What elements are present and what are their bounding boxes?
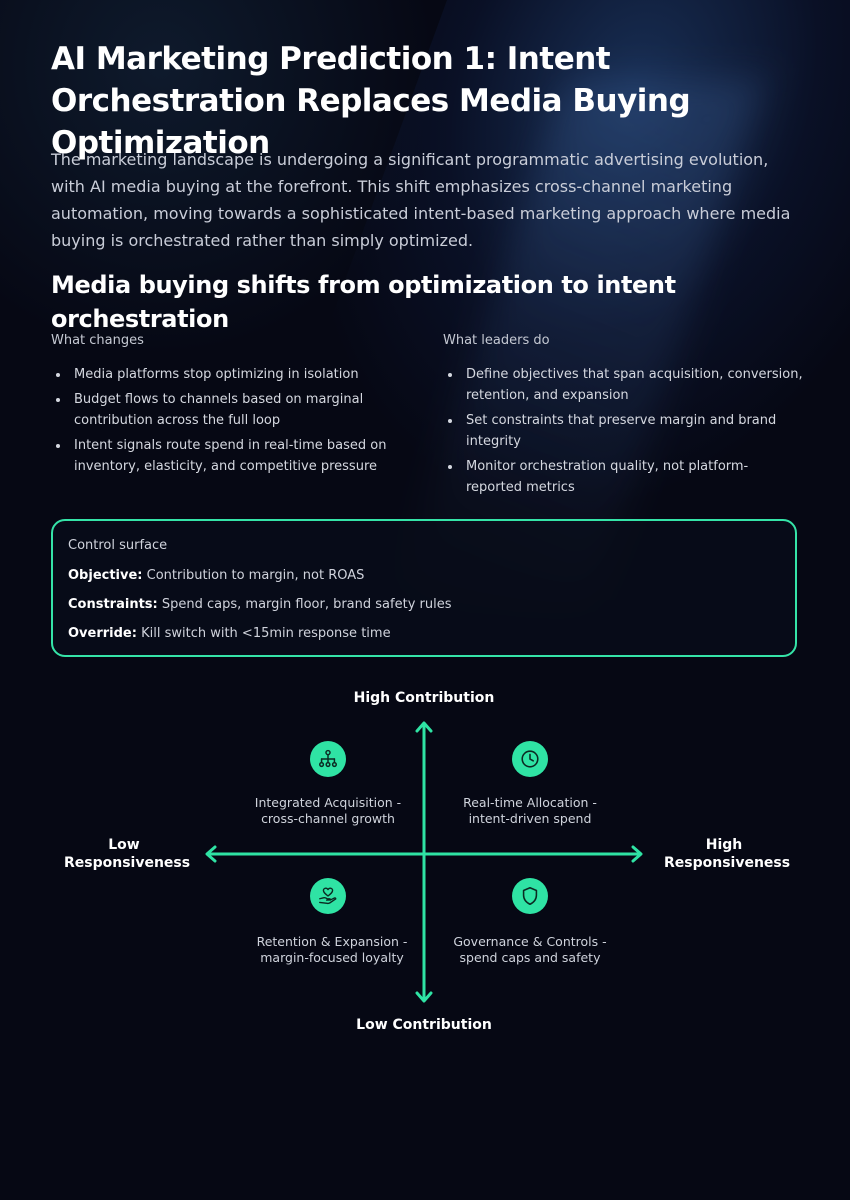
quadrant-title: Retention & Expansion -: [256, 934, 408, 949]
control-row-override: Override: Kill switch with <15min respon…: [68, 626, 391, 641]
quadrant-subtitle: spend caps and safety: [459, 950, 601, 965]
arrow-right-icon: [631, 845, 643, 863]
control-surface-title: Control surface: [68, 538, 168, 553]
control-row-label: Objective:: [68, 568, 143, 583]
arrow-left-icon: [205, 845, 217, 863]
axis-left-label: Low Responsiveness: [64, 837, 191, 871]
control-row-label: Override:: [68, 626, 137, 641]
quadrant-bottom-left-text: Retention & Expansion - margin-focused l…: [232, 934, 432, 966]
shield-icon: [512, 878, 548, 914]
quadrant-subtitle: intent-driven spend: [468, 811, 592, 826]
quadrant-top-left-text: Integrated Acquisition - cross-channel g…: [228, 795, 428, 827]
axis-top-label: High Contribution: [353, 690, 495, 706]
quadrant-title: Governance & Controls -: [453, 934, 607, 949]
list-item: Media platforms stop optimizing in isola…: [51, 364, 411, 385]
quadrant-subtitle: margin-focused loyalty: [260, 950, 404, 965]
arrow-down-icon: [415, 991, 433, 1003]
quadrant-bottom-right-text: Governance & Controls - spend caps and s…: [430, 934, 630, 966]
quadrant-subtitle: cross-channel growth: [261, 811, 395, 826]
quadrant-title: Integrated Acquisition -: [254, 795, 402, 810]
arrow-up-icon: [415, 721, 433, 733]
control-row-label: Constraints:: [68, 597, 158, 612]
quadrant-title: Real-time Allocation -: [463, 795, 597, 810]
network-icon: [310, 741, 346, 777]
control-row-value: Kill switch with <15min response time: [141, 626, 391, 641]
clock-icon: [512, 741, 548, 777]
heart-hand-icon: [310, 878, 346, 914]
quadrant-top-right-text: Real-time Allocation - intent-driven spe…: [430, 795, 630, 827]
axis-bottom-label: Low Contribution: [356, 1017, 492, 1033]
what-changes-title: What changes: [51, 333, 144, 348]
axis-right-label: High Responsiveness: [664, 837, 791, 871]
